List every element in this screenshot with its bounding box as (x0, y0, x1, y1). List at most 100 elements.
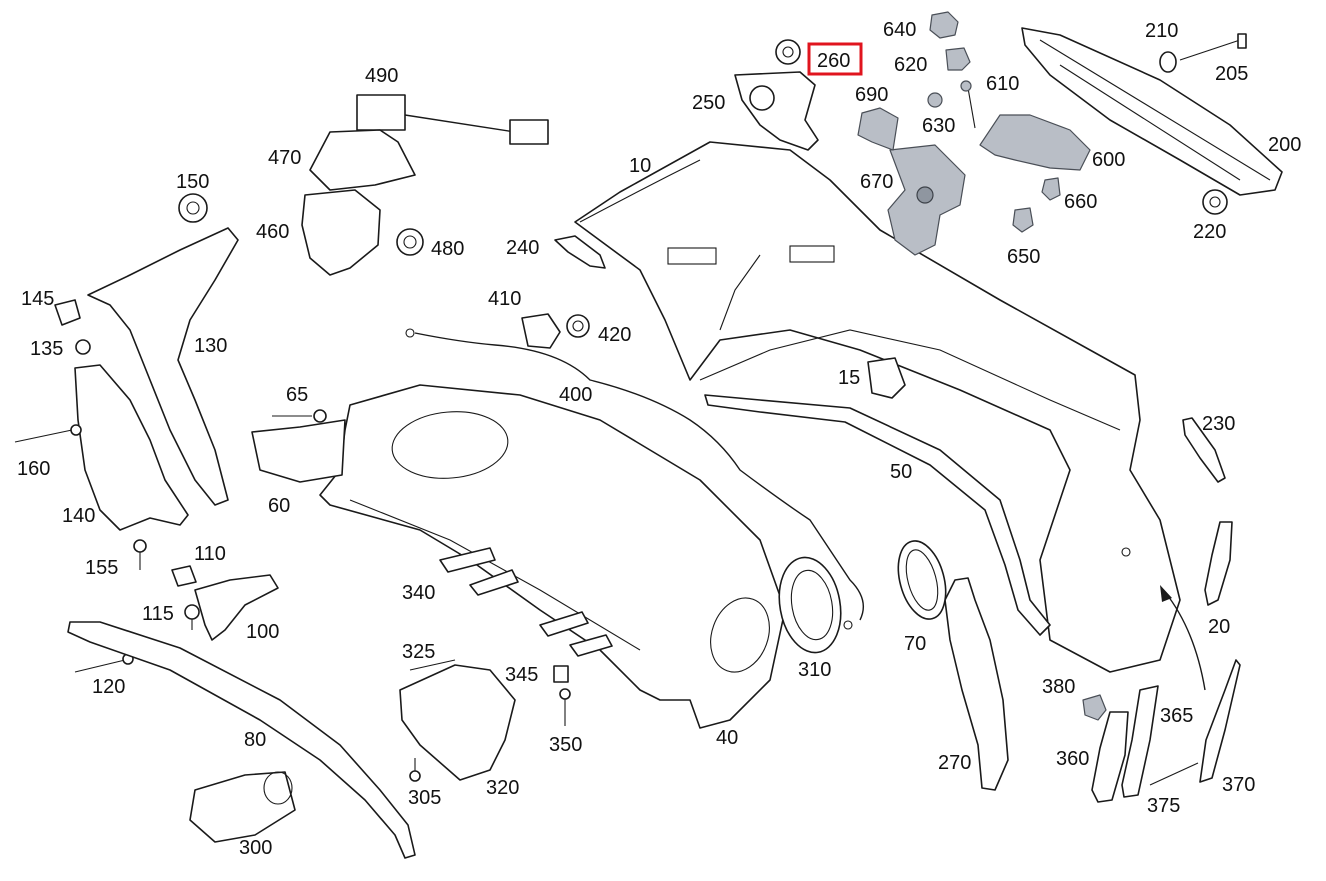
sensor-part-410[interactable] (521, 313, 561, 349)
bracket-part-140[interactable] (74, 364, 189, 531)
label-80: 80 (244, 729, 266, 751)
ring-part-420[interactable] (566, 314, 590, 338)
label-600: 600 (1092, 149, 1125, 171)
screw-part-350[interactable] (559, 688, 571, 726)
label-160: 160 (17, 458, 50, 480)
clip-part-660[interactable] (1041, 177, 1061, 201)
bracket-part-100[interactable] (194, 574, 279, 641)
bracket-part-270[interactable] (944, 577, 1009, 791)
label-380: 380 (1042, 676, 1075, 698)
label-70: 70 (904, 633, 926, 655)
reflector-part-230[interactable] (1182, 417, 1226, 483)
label-410: 410 (488, 288, 521, 310)
tailpipe-part-300[interactable] (189, 771, 296, 843)
bracket-part-320[interactable] (399, 664, 516, 781)
bumper-beam-part[interactable] (1021, 27, 1283, 196)
cover-flap-part[interactable] (979, 114, 1091, 171)
label-150: 150 (176, 171, 209, 193)
label-630: 630 (922, 115, 955, 137)
rail-part-80[interactable] (67, 621, 416, 859)
shield-part[interactable] (857, 107, 899, 151)
label-40: 40 (716, 727, 738, 749)
cover-part-470[interactable] (309, 129, 416, 191)
grommet-part-150[interactable] (178, 193, 208, 223)
label-340: 340 (402, 582, 435, 604)
label-375: 375 (1147, 795, 1180, 817)
screw-part-135[interactable] (75, 339, 91, 355)
label-100: 100 (246, 621, 279, 643)
camera-part[interactable] (775, 39, 801, 65)
bracket-part-130[interactable] (87, 227, 239, 506)
mounting-bracket-part[interactable] (887, 144, 966, 256)
grommet-part-480[interactable] (396, 228, 424, 256)
bracket-part-360[interactable] (1091, 711, 1129, 803)
label-370: 370 (1222, 774, 1255, 796)
label-345: 345 (505, 664, 538, 686)
module-part-490[interactable] (356, 94, 549, 145)
ring-part-310[interactable] (772, 553, 848, 658)
label-130: 130 (194, 335, 227, 357)
bracket-part-365[interactable] (1121, 685, 1159, 798)
label-260: 260 (817, 50, 850, 72)
clip-part-345[interactable] (553, 665, 569, 683)
label-120: 120 (92, 676, 125, 698)
label-670: 670 (860, 171, 893, 193)
screw-part-375[interactable] (1149, 762, 1199, 786)
label-230: 230 (1202, 413, 1235, 435)
trim-part-370[interactable] (1199, 659, 1241, 783)
trim-strip-part[interactable] (704, 394, 1051, 636)
bracket-part-460[interactable] (301, 189, 381, 276)
label-135: 135 (30, 338, 63, 360)
label-365: 365 (1160, 705, 1193, 727)
lower-diffuser-part[interactable] (319, 384, 786, 729)
rivet-part-160[interactable] (14, 424, 82, 443)
label-10: 10 (629, 155, 651, 177)
panel-part-60[interactable] (251, 419, 346, 483)
label-320: 320 (486, 777, 519, 799)
clip-part-145[interactable] (54, 299, 81, 326)
label-60: 60 (268, 495, 290, 517)
clip-part-640[interactable] (929, 11, 959, 39)
label-210: 210 (1145, 20, 1178, 42)
reflector-part-240[interactable] (554, 235, 606, 269)
label-620: 620 (894, 54, 927, 76)
bracket-part-15[interactable] (867, 357, 906, 399)
pin-part-610[interactable] (960, 80, 976, 129)
clip-part-65[interactable] (272, 409, 327, 423)
grommet-part-630[interactable] (927, 92, 943, 108)
bumper-cover-part[interactable] (574, 141, 1181, 673)
screw-part-325[interactable] (409, 659, 456, 671)
label-270: 270 (938, 752, 971, 774)
screw-part-115[interactable] (184, 604, 200, 630)
label-140: 140 (62, 505, 95, 527)
label-145: 145 (21, 288, 54, 310)
trim-part-20[interactable] (1204, 521, 1233, 606)
clip-part-620[interactable] (945, 47, 971, 71)
label-610: 610 (986, 73, 1019, 95)
label-50: 50 (890, 461, 912, 483)
clip-part-650[interactable] (1012, 207, 1034, 233)
label-300: 300 (239, 837, 272, 859)
screw-part-155[interactable] (133, 539, 147, 570)
highlight-box (807, 42, 863, 76)
label-660: 660 (1064, 191, 1097, 213)
rivet-part-120[interactable] (74, 653, 134, 673)
label-220: 220 (1193, 221, 1226, 243)
label-325: 325 (402, 641, 435, 663)
wiring-harness-part[interactable] (405, 328, 864, 630)
bolt-part[interactable] (1159, 33, 1247, 73)
label-650: 650 (1007, 246, 1040, 268)
clip-part-110[interactable] (171, 565, 197, 587)
screw-part-305[interactable] (409, 758, 421, 782)
nut-part[interactable] (1202, 189, 1228, 215)
label-490: 490 (365, 65, 398, 87)
label-15: 15 (838, 367, 860, 389)
ring-part-70[interactable] (890, 536, 953, 625)
camera-housing-part[interactable] (734, 71, 819, 151)
diffuser-fins-part[interactable] (439, 547, 613, 657)
label-240: 240 (506, 237, 539, 259)
label-200: 200 (1268, 134, 1301, 156)
nut-part-380[interactable] (1082, 694, 1107, 721)
label-350: 350 (549, 734, 582, 756)
